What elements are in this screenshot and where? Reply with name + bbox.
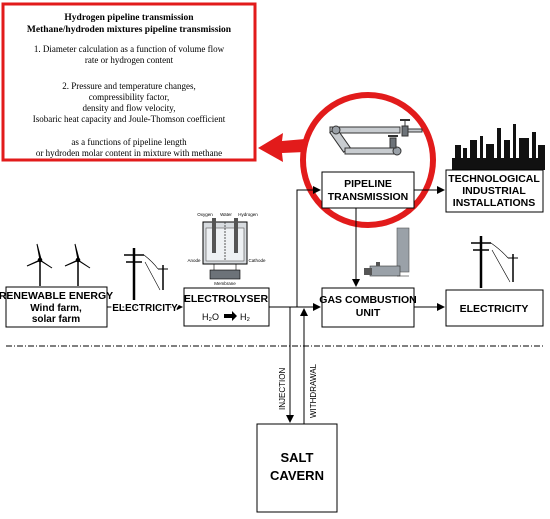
salt-cavern-line2: CAVERN bbox=[270, 468, 324, 483]
electrolyser-box: ELECTROLYSER H₂O H₂ bbox=[183, 287, 270, 327]
withdrawal-label: WITHDRAWAL bbox=[309, 363, 318, 418]
renewable-line3: solar farm bbox=[32, 314, 80, 325]
callout-pointer-arrow bbox=[258, 133, 305, 162]
electrolyser-hydrogen-label: Hydrogen bbox=[238, 212, 258, 217]
callout-item2-line4: Isobaric heat capacity and Joule-Thomson… bbox=[33, 114, 226, 124]
wind-turbine-icon bbox=[26, 243, 91, 286]
callout-item1-line2: rate or hydrogen content bbox=[85, 55, 174, 65]
gas-turbine-icon bbox=[364, 227, 410, 277]
electrolyser-formula-left: H₂O bbox=[202, 312, 219, 322]
power-pylon-icon bbox=[124, 248, 168, 300]
pipeline-transmission-line1: PIPELINE bbox=[344, 178, 392, 190]
callout-item2-line3: density and flow velocity, bbox=[83, 103, 176, 113]
hydrogen-to-pipeline-arrow bbox=[296, 186, 321, 307]
gas-combustion-line2: UNIT bbox=[356, 307, 381, 319]
electrolyser-water-label: Water bbox=[220, 212, 232, 217]
electricity-output-label: ELECTRICITY bbox=[460, 303, 529, 315]
callout-title-line1: Hydrogen pipeline transmission bbox=[64, 13, 194, 23]
callout-item2-line2: compressibility factor, bbox=[89, 92, 170, 102]
power-pylon-icon bbox=[471, 236, 518, 288]
callout-item1-line1: 1. Diameter calculation as a function of… bbox=[34, 44, 225, 54]
electricity-output-box: ELECTRICITY bbox=[445, 289, 544, 327]
electrolyser-cell-icon: Oxygen Water Hydrogen Anode Cathode Memb… bbox=[187, 212, 266, 286]
industrial-line1: TECHNOLOGICAL bbox=[448, 173, 540, 185]
salt-cavern-line1: SALT bbox=[281, 450, 314, 465]
injection-label: INJECTION bbox=[278, 368, 287, 410]
industrial-installations-box: TECHNOLOGICAL INDUSTRIAL INSTALLATIONS bbox=[445, 169, 544, 213]
renewable-line1: RENEWABLE ENERGY bbox=[0, 290, 113, 302]
connectors bbox=[107, 186, 445, 424]
reaction-arrow-icon bbox=[224, 311, 237, 321]
callout-item3-line1: as a functions of pipeline length bbox=[71, 137, 187, 147]
electrolyser-anode-label: Anode bbox=[187, 258, 201, 263]
callout-panel: Hydrogen pipeline transmission Methane/h… bbox=[1, 2, 257, 162]
gas-combustion-line1: GAS COMBUSTION bbox=[319, 294, 416, 306]
renewable-line2: Wind farm, bbox=[30, 303, 82, 314]
electrolyser-membrane-label: Membrane bbox=[214, 281, 236, 286]
highlight-circle bbox=[300, 92, 436, 228]
pipeline-valve-icon bbox=[329, 119, 423, 156]
electrolyser-oxygen-label: Oxygen bbox=[197, 212, 213, 217]
industrial-line3: INSTALLATIONS bbox=[453, 197, 535, 209]
callout-item3-line2: or hydroden molar content in mixture wit… bbox=[36, 148, 222, 158]
callout-title-line2: Methane/hydroden mixtures pipeline trans… bbox=[27, 25, 232, 35]
factory-skyline-icon bbox=[452, 124, 545, 170]
salt-cavern-box: SALT CAVERN bbox=[256, 423, 338, 513]
electrolyser-formula-right: H₂ bbox=[240, 312, 250, 322]
pipeline-transmission-box: PIPELINE TRANSMISSION bbox=[321, 171, 415, 209]
gas-combustion-box: GAS COMBUSTION UNIT bbox=[319, 287, 417, 328]
pipeline-transmission-line2: TRANSMISSION bbox=[328, 191, 409, 203]
electrolyser-cathode-label: Cathode bbox=[248, 258, 266, 263]
electricity-link-label: ELECTRICITY bbox=[112, 303, 178, 314]
electrolyser-label: ELECTROLYSER bbox=[184, 293, 269, 305]
industrial-line2: INDUSTRIAL bbox=[462, 185, 526, 197]
callout-item2-line1: 2. Pressure and temperature changes, bbox=[62, 81, 195, 91]
renewable-energy-box: RENEWABLE ENERGY Wind farm, solar farm bbox=[0, 286, 113, 328]
